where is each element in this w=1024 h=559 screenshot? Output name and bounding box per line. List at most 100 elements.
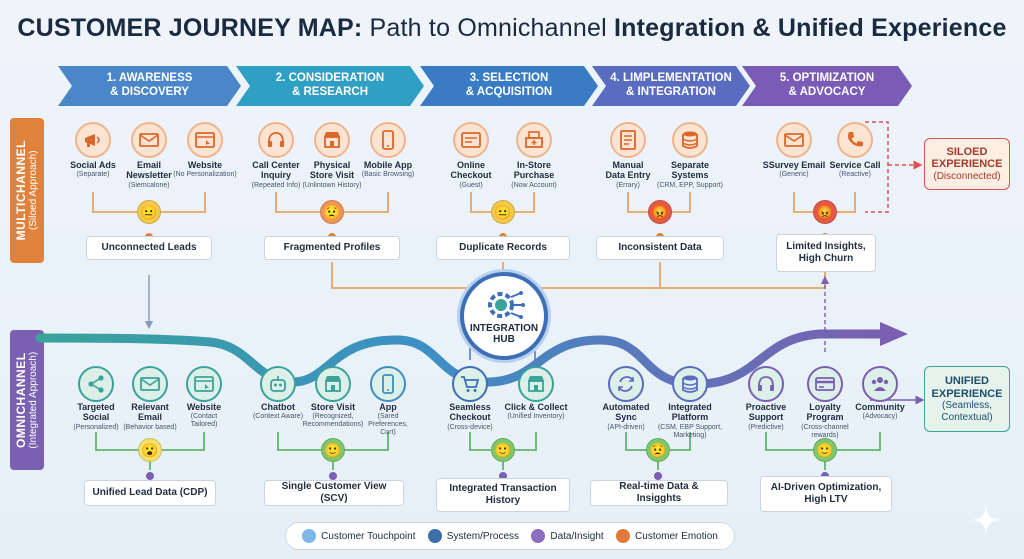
stage-label: 3. SELECTION & ACQUISITION bbox=[465, 72, 553, 98]
multichannel_touchpoints-touchpoint-label: Call Center Inquiry(Repeated Info) bbox=[236, 160, 316, 190]
stage-3: 3. SELECTION & ACQUISITION bbox=[420, 66, 598, 106]
omnichannel-emotion-face-icon: 🙂 bbox=[321, 438, 345, 462]
touchpoint-title: Call Center Inquiry bbox=[252, 160, 300, 181]
multichannel_touchpoints-touchpoint-label: Separate Systems(CRM, EPP, Support) bbox=[650, 160, 730, 190]
omnichannel_touchpoints-touchpoint-label: Seamless Checkout(Cross-device) bbox=[430, 402, 510, 432]
stage-4: 4. LIMPLEMENTATION & INTEGRATION bbox=[592, 66, 750, 106]
touchpoint-subtitle: (Behavior based) bbox=[123, 423, 177, 431]
touchpoint-title: Seamless Checkout bbox=[449, 402, 491, 423]
touchpoint-title: Physical Store Visit bbox=[309, 160, 355, 181]
touchpoint-subtitle: (Unified Inventory) bbox=[507, 413, 565, 421]
touchpoint-subtitle: (Basic Browsing) bbox=[361, 171, 415, 179]
multichannel_touchpoints-touchpoint-label: SSurvey Email(Generic) bbox=[754, 160, 834, 179]
stage-label: 2. CONSIDERATION & RESEARCH bbox=[275, 72, 385, 98]
touchpoint-title: Proactive Support bbox=[745, 402, 787, 423]
touchpoint-subtitle: (CSM, EBP Support, Marketing) bbox=[657, 423, 723, 439]
multichannel-emotion-face-icon: 😡 bbox=[648, 200, 672, 224]
mail-icon bbox=[776, 122, 812, 158]
legend-item: Customer Touchpoint bbox=[302, 529, 415, 543]
touchpoint-subtitle: (Siemcalone) bbox=[128, 181, 170, 189]
touchpoint-subtitle: (Recognized, Recommendations) bbox=[302, 413, 364, 429]
siloed-title: SILOED EXPERIENCE bbox=[931, 145, 1003, 171]
touchpoint-subtitle: (Errary) bbox=[616, 181, 640, 189]
multichannel_touchpoints-touchpoint-label: Physical Store Visit(Unlintown History) bbox=[292, 160, 372, 190]
unified-experience-box: UNIFIED EXPERIENCE (Seamless, Contextual… bbox=[924, 366, 1010, 432]
legend-label: Data/Insight bbox=[550, 530, 604, 542]
legend-item: System/Process bbox=[427, 529, 519, 543]
headset-icon bbox=[258, 122, 294, 158]
omnichannel-brackets bbox=[95, 432, 881, 470]
touchpoint-subtitle: (No Personalization) bbox=[173, 171, 237, 179]
touchpoint-subtitle: (Generic) bbox=[779, 171, 809, 179]
database-icon bbox=[672, 122, 708, 158]
multichannel_touchpoints-touchpoint-label: In-Store Purchase(Now Account) bbox=[494, 160, 574, 190]
multichannel-emotion-face-icon: 😡 bbox=[813, 200, 837, 224]
touchpoint-title: Mobile App bbox=[363, 160, 413, 170]
touchpoint-subtitle: (Reactive) bbox=[839, 171, 871, 179]
touchpoint-title: Automated Sync bbox=[602, 402, 650, 423]
omnichannel_touchpoints-touchpoint-label: Automated Sync(API-driven) bbox=[586, 402, 666, 432]
siloed-subtitle: (Disconnected) bbox=[933, 170, 1001, 182]
touchpoint-title: Integrated Platform bbox=[668, 402, 712, 423]
stage-label: 1. AWARENESS & DISCOVERY bbox=[106, 72, 193, 98]
share-icon bbox=[78, 366, 114, 402]
touchpoint-title: Website bbox=[186, 402, 222, 412]
touchpoint-title: Service Call bbox=[829, 160, 881, 170]
multichannel-emotion-face-icon: 😐 bbox=[491, 200, 515, 224]
phone-call-icon bbox=[837, 122, 873, 158]
multichannel-outcome-box: Fragmented Profiles bbox=[264, 236, 400, 260]
legend-item: Customer Emotion bbox=[616, 529, 718, 543]
phone-icon bbox=[370, 366, 406, 402]
touchpoint-title: Community bbox=[855, 402, 905, 412]
form-icon bbox=[610, 122, 646, 158]
sync-icon bbox=[608, 366, 644, 402]
multichannel-emotion-face-icon: 😟 bbox=[320, 200, 344, 224]
page-title: CUSTOMER JOURNEY MAP: Path to Omnichanne… bbox=[0, 14, 1024, 43]
legend-label: Customer Emotion bbox=[635, 530, 718, 542]
multichannel-outcome-box: Unconnected Leads bbox=[86, 236, 212, 260]
touchpoint-subtitle: (Separate) bbox=[76, 171, 110, 179]
touchpoint-title: Social Ads bbox=[70, 160, 116, 170]
mail-icon bbox=[131, 122, 167, 158]
legend-swatch bbox=[302, 529, 317, 543]
stage-2: 2. CONSIDERATION & RESEARCH bbox=[236, 66, 424, 106]
title-bold-1: CUSTOMER JOURNEY MAP: bbox=[17, 14, 363, 42]
bot-icon bbox=[260, 366, 296, 402]
phone-icon bbox=[370, 122, 406, 158]
omnichannel-emotion-face-icon: 😟 bbox=[646, 438, 670, 462]
touchpoint-title: Manual Data Entry bbox=[605, 160, 651, 181]
touchpoint-title: Email Newsletter bbox=[126, 160, 172, 181]
multichannel_touchpoints-touchpoint-label: Service Call(Reactive) bbox=[815, 160, 895, 179]
omnichannel-emotion-face-icon: 😮 bbox=[138, 438, 162, 462]
stage-label: 4. LIMPLEMENTATION & INTEGRATION bbox=[610, 72, 732, 98]
legend-item: Data/Insight bbox=[531, 529, 604, 543]
omnichannel-outcome-box: Integrated Transaction History bbox=[436, 478, 570, 512]
browser-icon bbox=[186, 366, 222, 402]
omnichannel_touchpoints-touchpoint-label: Integrated Platform(CSM, EBP Support, Ma… bbox=[650, 402, 730, 440]
touchpoint-subtitle: (Contact Tailored) bbox=[190, 413, 218, 429]
omnichannel_touchpoints-touchpoint-label: Community(Advocacy) bbox=[840, 402, 920, 421]
omnichannel_touchpoints-touchpoint-label: Loyalty Program(Cross-channel rewards) bbox=[785, 402, 865, 440]
touchpoint-title: Loyalty Program bbox=[806, 402, 844, 423]
siloed-experience-box: SILOED EXPERIENCE (Disconnected) bbox=[924, 138, 1010, 190]
headset-icon bbox=[748, 366, 784, 402]
store-icon bbox=[314, 122, 350, 158]
multichannel_touchpoints-touchpoint-label: Mobile App(Basic Browsing) bbox=[348, 160, 428, 179]
title-thin: Path to Omnichannel bbox=[362, 14, 614, 42]
register-icon bbox=[516, 122, 552, 158]
touchpoint-subtitle: (Cross-device) bbox=[447, 423, 493, 431]
unified-subtitle: (Seamless, Contextual) bbox=[941, 400, 993, 423]
touchpoint-title: Click & Collect bbox=[504, 402, 568, 412]
unified-title: UNIFIED EXPERIENCE bbox=[931, 374, 1003, 400]
touchpoint-subtitle: (Unlintown History) bbox=[302, 181, 362, 189]
touchpoint-title: Relevant Email bbox=[131, 402, 169, 423]
title-bold-2: Integration & Unified Experience bbox=[613, 14, 1007, 42]
omnichannel_touchpoints-touchpoint-label: Targeted Social(Personalized) bbox=[56, 402, 136, 432]
omnichannel-row-label: OMNICHANNEL (Integrated Approach) bbox=[10, 330, 44, 470]
touchpoint-title: Targeted Social bbox=[77, 402, 115, 423]
multichannel-emotion-face-icon: 😐 bbox=[137, 200, 161, 224]
multichannel_touchpoints-touchpoint-label: Manual Data Entry(Errary) bbox=[588, 160, 668, 190]
legend-label: Customer Touchpoint bbox=[321, 530, 416, 542]
touchpoint-subtitle: (Context Aware) bbox=[252, 413, 304, 421]
touchpoint-subtitle: (CRM, EPP, Support) bbox=[656, 181, 723, 189]
